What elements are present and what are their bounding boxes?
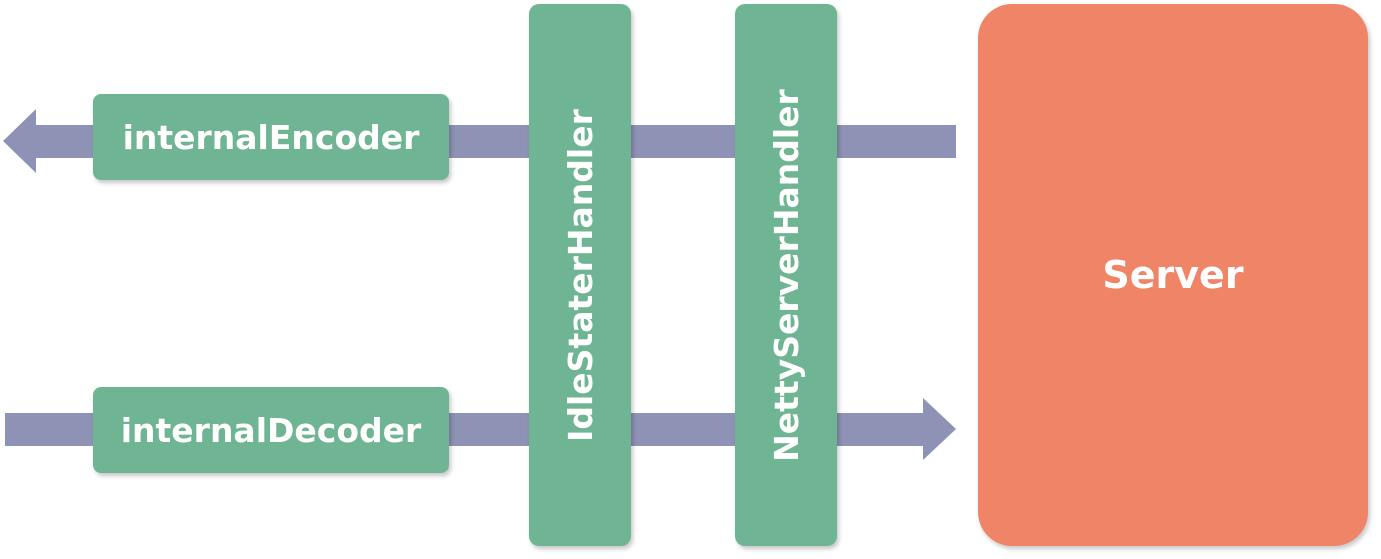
internal-decoder-box: internalDecoder xyxy=(93,387,449,473)
server-label: Server xyxy=(1102,253,1244,297)
idle-state-handler-box: IdleStaterHandler xyxy=(529,4,631,546)
internal-encoder-box: internalEncoder xyxy=(93,94,449,180)
netty-server-handler-box: NettyServerHandler xyxy=(735,4,837,546)
netty-server-handler-label: NettyServerHandler xyxy=(766,88,806,462)
internal-decoder-label: internalDecoder xyxy=(120,410,422,450)
outbound-arrow-head xyxy=(3,109,36,173)
server-box: Server xyxy=(978,4,1368,546)
inbound-arrow-head xyxy=(923,398,956,460)
internal-encoder-label: internalEncoder xyxy=(122,117,420,157)
idle-state-handler-label: IdleStaterHandler xyxy=(560,108,600,442)
